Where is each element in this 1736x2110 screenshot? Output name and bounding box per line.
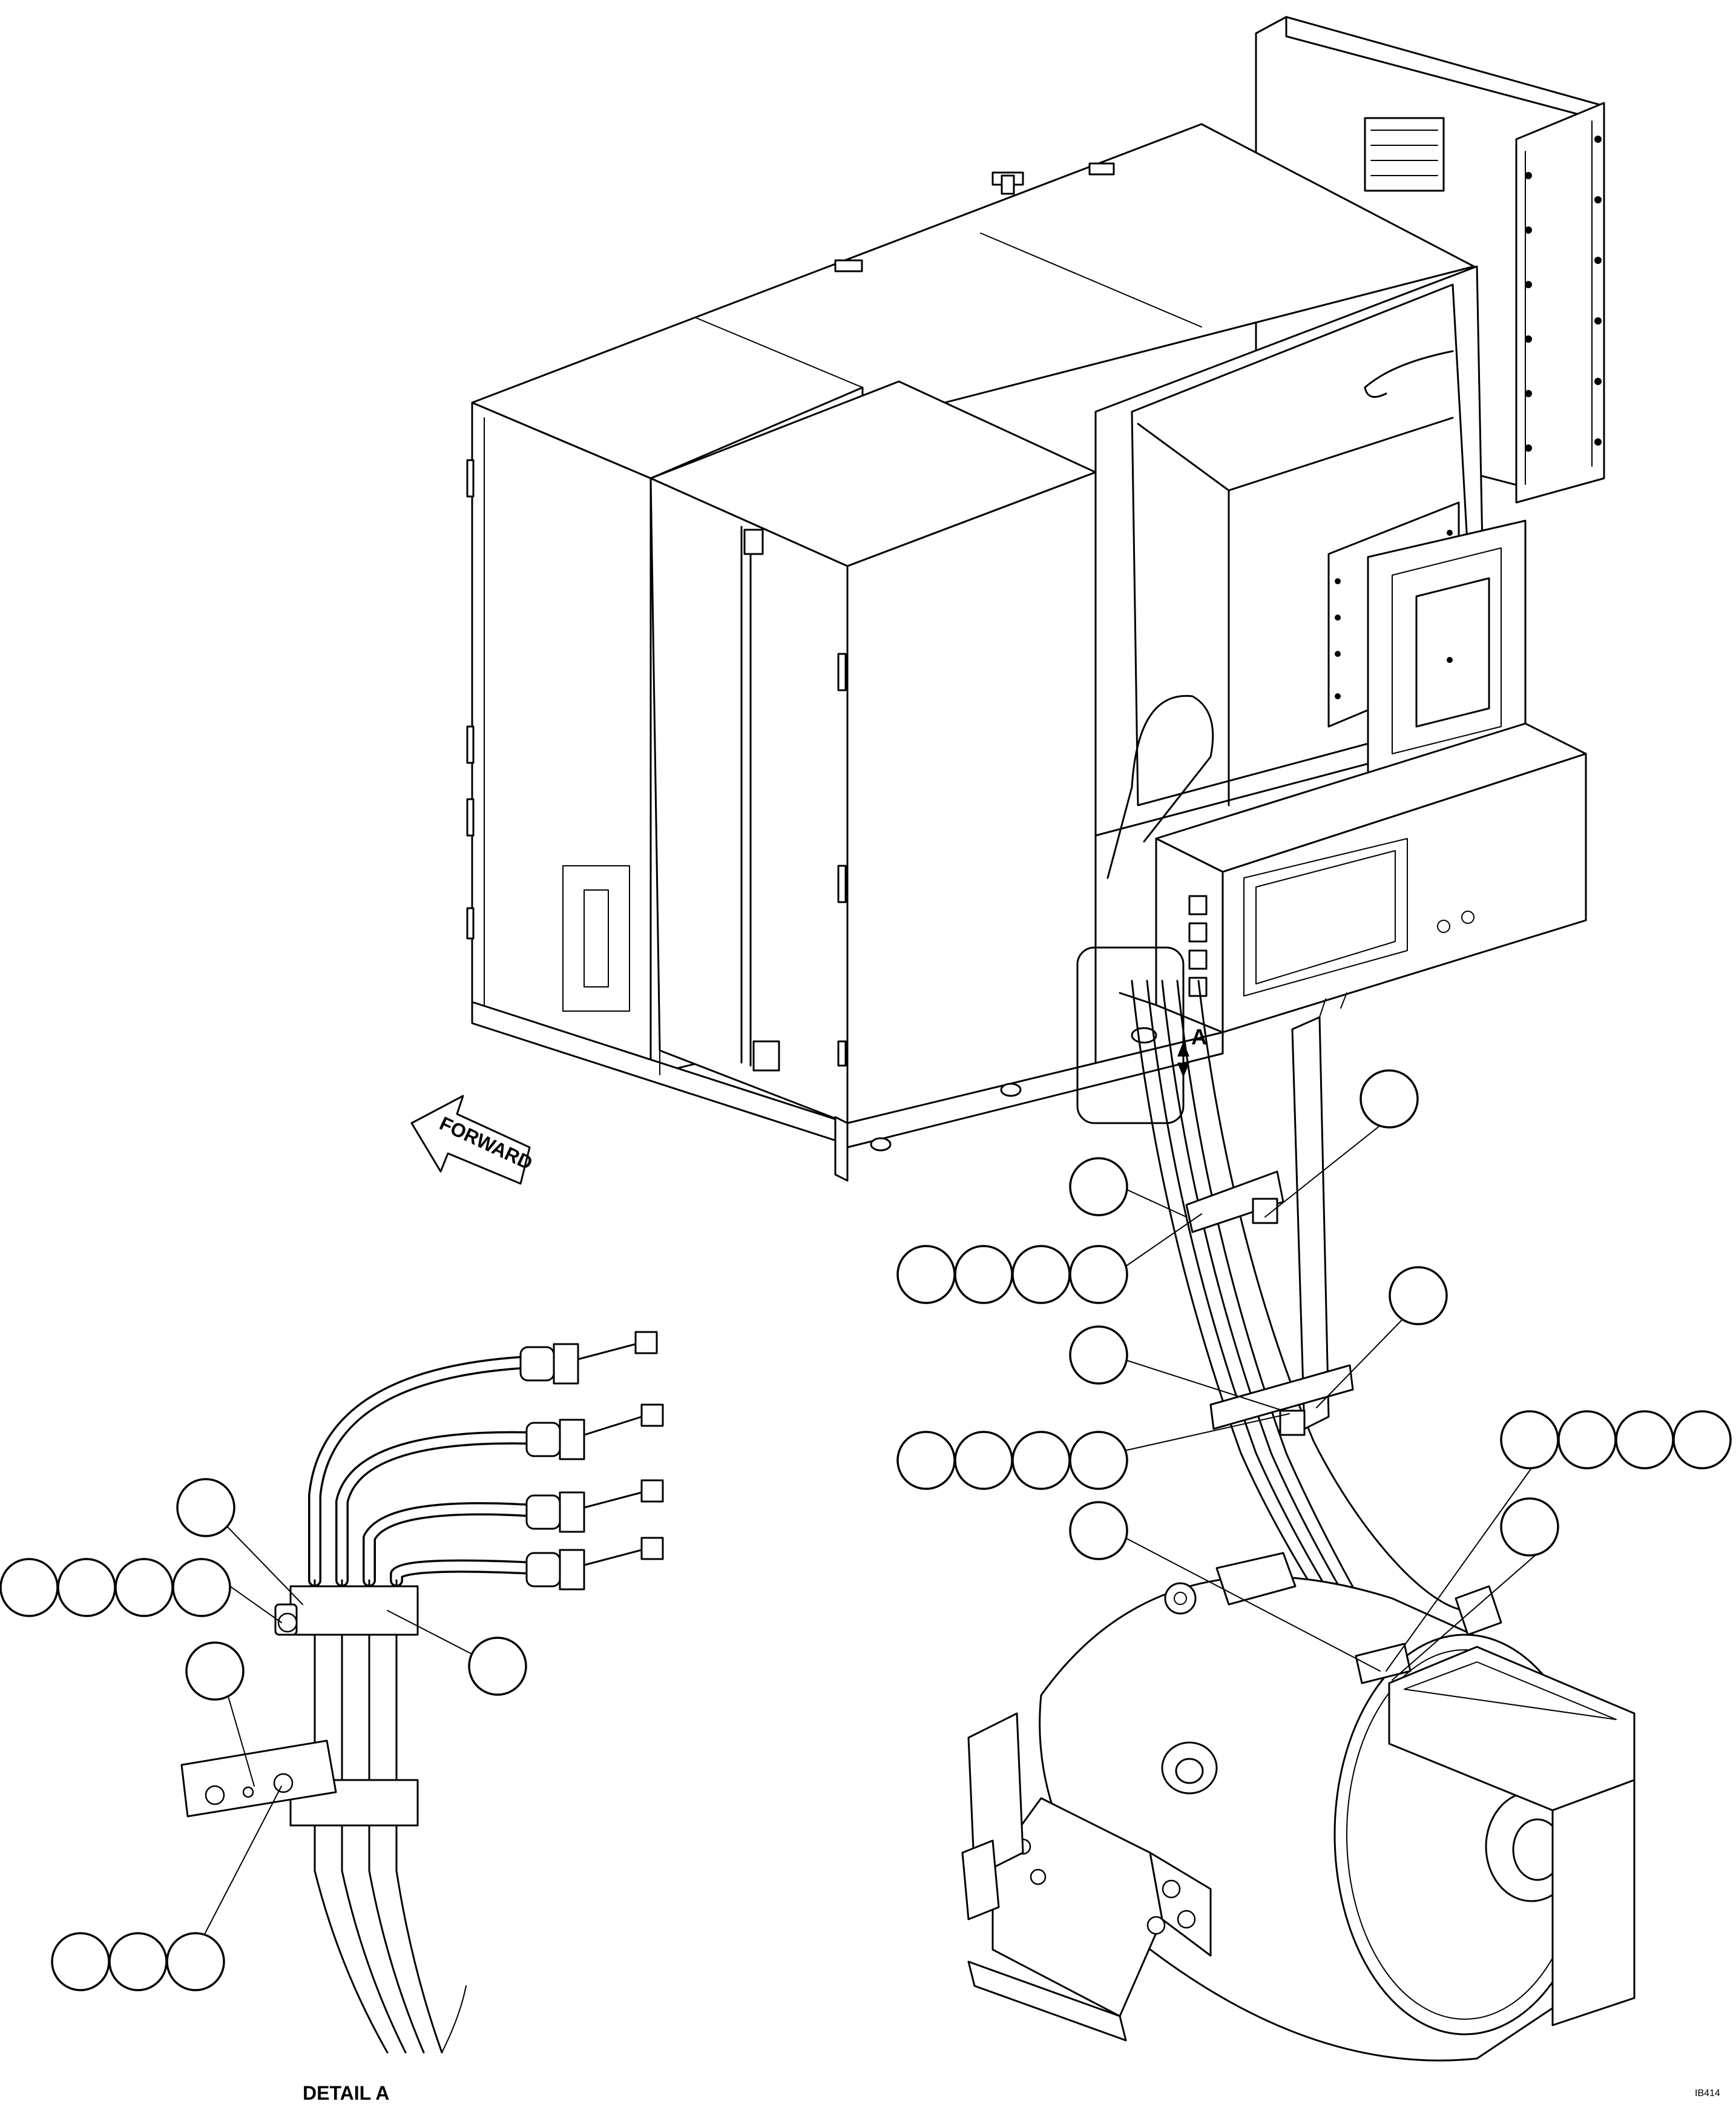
callout-balloon [114, 1558, 174, 1617]
callout-balloon [1500, 1410, 1559, 1469]
callout-balloon [172, 1558, 231, 1617]
callout-balloon [51, 1932, 110, 1991]
enclosure-assembly [466, 16, 1605, 1182]
callout-balloon [1011, 1431, 1071, 1490]
port-frame-bolts [1335, 530, 1453, 699]
detail-a-view [180, 1331, 664, 2054]
callout-balloon [1557, 1410, 1617, 1469]
callout-balloon [166, 1932, 225, 1991]
callout-balloon [57, 1558, 116, 1617]
callout-balloon [1069, 1157, 1128, 1216]
callout-balloon [1615, 1410, 1674, 1469]
callout-balloon [468, 1637, 527, 1696]
left-cabinet-hinges [466, 459, 475, 940]
callout-balloon [1360, 1069, 1419, 1129]
callout-balloon [108, 1932, 168, 1991]
figure-id: IB414 [1695, 2088, 1720, 2098]
callout-balloon [1069, 1501, 1128, 1560]
callout-balloon [185, 1641, 245, 1701]
callout-balloon [1389, 1266, 1448, 1325]
blower-motor [961, 1552, 1636, 2062]
hose-support-bracket [1185, 992, 1354, 1436]
callout-balloon [1069, 1245, 1128, 1304]
callout-balloon [954, 1431, 1013, 1490]
callout-balloons [0, 1069, 1732, 1991]
callout-balloon [1500, 1497, 1559, 1557]
callout-balloon [954, 1245, 1013, 1304]
callout-balloon [896, 1431, 956, 1490]
callout-balloon [176, 1478, 235, 1537]
callout-balloon [1069, 1431, 1128, 1490]
forward-arrow: FORWARD [410, 1095, 536, 1185]
callout-balloon [1672, 1410, 1732, 1469]
door-hinges [837, 653, 847, 1067]
hose-fittings [519, 1331, 664, 1591]
callout-balloon [1011, 1245, 1071, 1304]
duct-panel-bolts [1525, 136, 1602, 452]
detail-caption: DETAIL A [303, 2082, 389, 2104]
callout-balloon [896, 1245, 956, 1304]
callout-balloon [1069, 1325, 1128, 1385]
callout-balloon [0, 1558, 59, 1617]
